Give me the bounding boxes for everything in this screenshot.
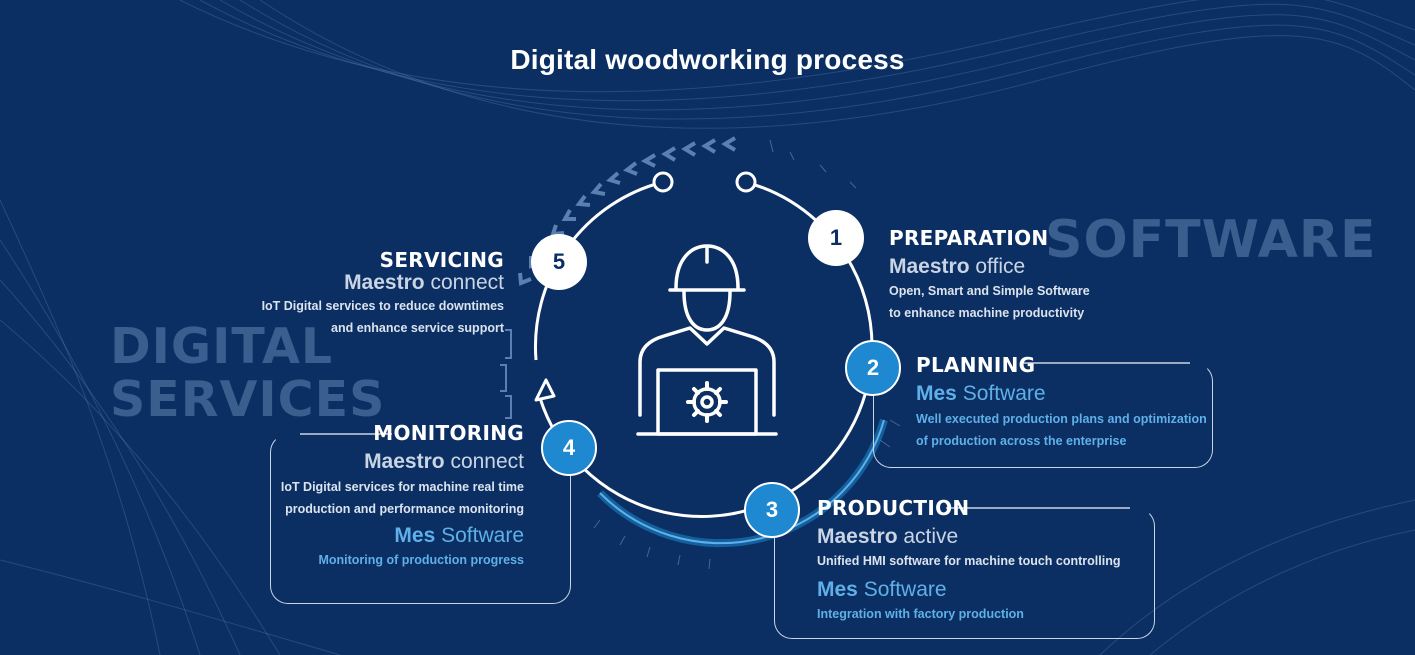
- step-4-product-2-name: Software: [441, 524, 524, 547]
- step-3-product-1: Maestro active: [817, 525, 958, 549]
- digital-label: DIGITAL: [110, 318, 334, 375]
- monitoring-box: [270, 434, 571, 604]
- software-label: SOFTWARE: [1045, 210, 1377, 270]
- step-3-product-2-brand: Mes: [817, 578, 858, 601]
- step-1-product-name: office: [975, 255, 1026, 278]
- step-1-description: Open, Smart and Simple Software to enhan…: [889, 280, 1090, 324]
- step-5-product: Maestro connect: [280, 271, 504, 295]
- blue-glow-arc: [597, 418, 888, 548]
- step-3-product-2: Mes Software: [817, 578, 947, 602]
- step-1-description-line: to enhance machine productivity: [889, 306, 1085, 320]
- step-4-product-1: Maestro connect: [300, 450, 524, 474]
- ring-arrow-icon: [534, 378, 556, 402]
- step-4-description-1: IoT Digital services for machine real ti…: [280, 476, 524, 520]
- step-2-product: Mes Software: [916, 382, 1046, 406]
- step-5-node: 5: [531, 234, 587, 290]
- step-3-node: 3: [744, 482, 800, 538]
- step-4-product-1-name: connect: [450, 450, 524, 473]
- step-4-node: 4: [541, 420, 597, 476]
- step-4-description-line: IoT Digital services for machine real ti…: [280, 480, 524, 494]
- planning-box: [873, 363, 1213, 468]
- step-1-product: Maestro office: [889, 255, 1025, 279]
- ring-end-dot: [652, 171, 674, 193]
- step-2-heading: PLANNING: [916, 353, 1036, 377]
- step-1-heading: PREPARATION: [889, 226, 1049, 250]
- step-2-description-line: of production across the enterprise: [916, 434, 1127, 448]
- step-3-description-1: Unified HMI software for machine touch c…: [817, 550, 1121, 572]
- step-4-description-line: Monitoring of production progress: [318, 553, 524, 567]
- step-3-product-1-name: active: [903, 525, 959, 548]
- step-3-description-2: Integration with factory production: [817, 603, 1024, 625]
- step-2-product-name: Software: [962, 382, 1046, 405]
- step-3-product-1-brand: Maestro: [817, 525, 898, 548]
- step-5-product-brand: Maestro: [344, 271, 425, 294]
- step-1-product-brand: Maestro: [889, 255, 970, 278]
- step-5-description-line: IoT Digital services to reduce downtimes: [261, 299, 504, 313]
- step-2-node: 2: [845, 340, 901, 396]
- box-leader-lines: [300, 362, 1190, 509]
- step-3-heading: PRODUCTION: [817, 496, 970, 520]
- step-3-description-line: Integration with factory production: [817, 607, 1024, 621]
- step-1-node: 1: [808, 210, 864, 266]
- step-4-product-1-brand: Maestro: [364, 450, 445, 473]
- ring-start-dot: [735, 171, 757, 193]
- services-label: SERVICES: [110, 371, 386, 428]
- step-4-description-line: production and performance monitoring: [285, 502, 524, 516]
- step-4-heading: MONITORING: [373, 421, 524, 445]
- step-5-product-name: connect: [430, 271, 504, 294]
- step-2-product-brand: Mes: [916, 382, 957, 405]
- left-bracket-marks: [500, 329, 512, 419]
- production-box: [774, 508, 1155, 639]
- step-2-description: Well executed production plans and optim…: [916, 408, 1207, 452]
- step-5-description-line: and enhance service support: [331, 321, 504, 335]
- chevron-arrows-icon: [518, 136, 737, 286]
- step-1-description-line: Open, Smart and Simple Software: [889, 284, 1090, 298]
- step-4-description-2: Monitoring of production progress: [280, 549, 524, 571]
- step-5-description: IoT Digital services to reduce downtimes…: [240, 295, 504, 339]
- step-3-product-2-name: Software: [863, 578, 947, 601]
- step-5-heading: SERVICING: [379, 248, 504, 272]
- step-2-description-line: Well executed production plans and optim…: [916, 412, 1207, 426]
- page-title: Digital woodworking process: [510, 44, 905, 75]
- step-3-description-line: Unified HMI software for machine touch c…: [817, 554, 1121, 568]
- tick-marks: [593, 139, 901, 570]
- step-4-product-2-brand: Mes: [394, 524, 436, 547]
- worker-laptop-gear-icon: [636, 244, 778, 436]
- step-4-product-2: Mes Software: [300, 524, 524, 548]
